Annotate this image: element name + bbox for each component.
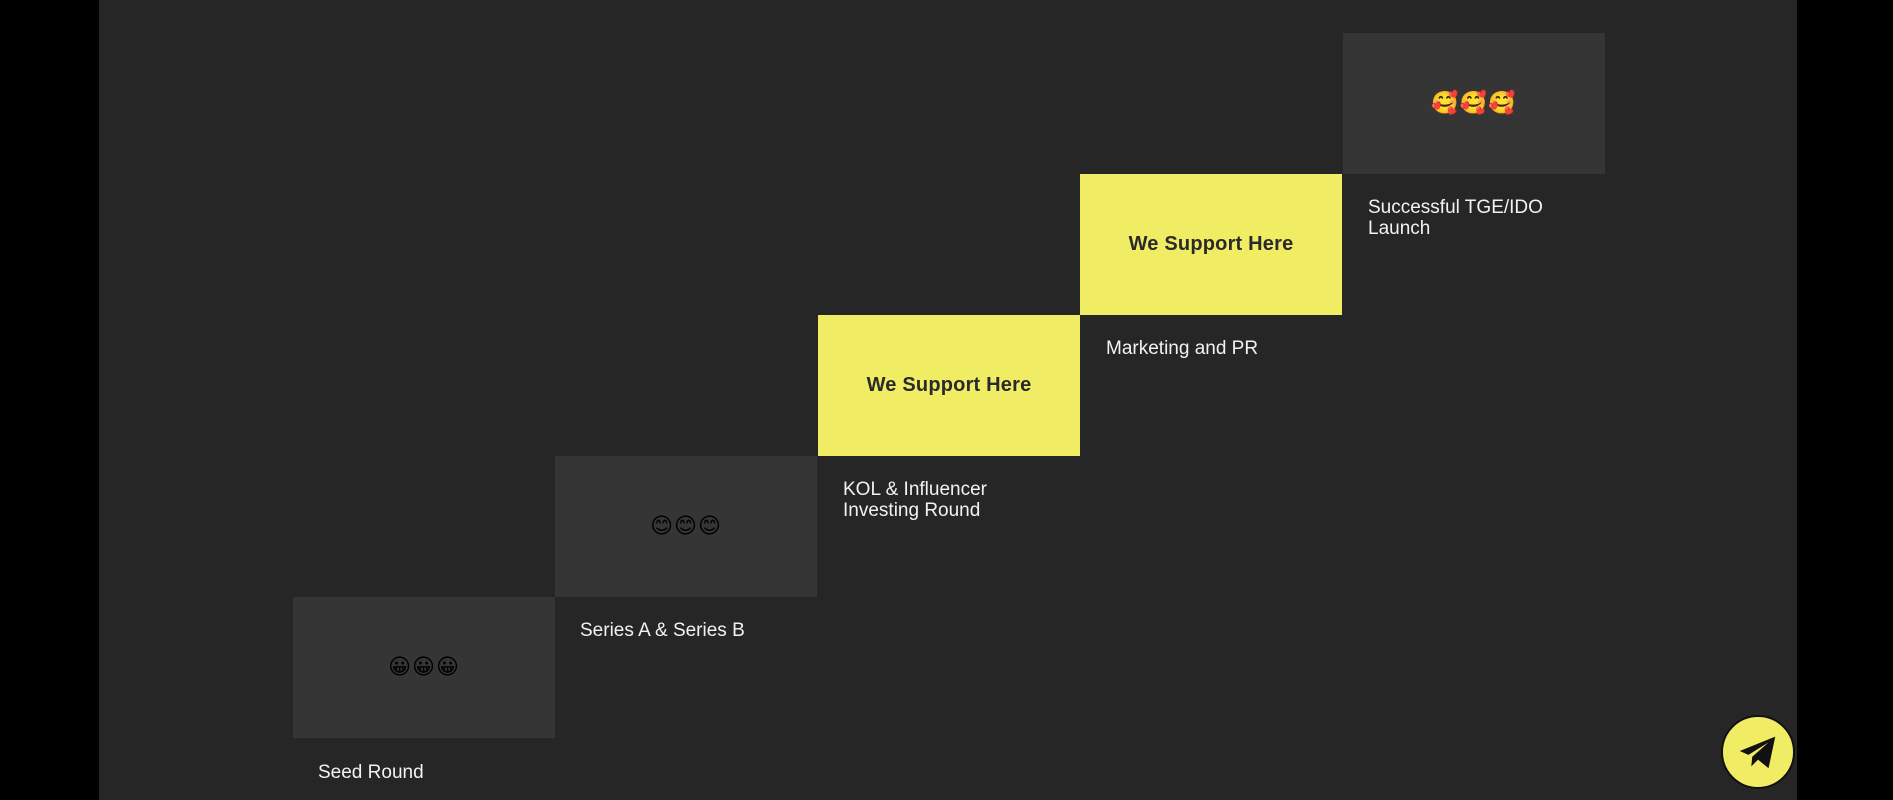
grinning-faces-emoji: 😀😀😀 bbox=[388, 654, 460, 680]
smiling-faces-emoji: 😊😊😊 bbox=[650, 513, 722, 539]
smiling-hearts-faces-emoji: 🥰🥰🥰 bbox=[1431, 90, 1517, 116]
telegram-icon bbox=[1739, 736, 1776, 769]
step-marketing-label: Marketing and PR bbox=[1106, 338, 1259, 359]
we-support-here-label: We Support Here bbox=[1128, 233, 1294, 255]
step-tge-block: 🥰🥰🥰 bbox=[1343, 33, 1605, 174]
we-support-here-label: We Support Here bbox=[866, 374, 1032, 396]
step-kol-block: We Support Here bbox=[818, 315, 1080, 456]
step-seed-round-label: Seed Round bbox=[318, 762, 424, 783]
telegram-button[interactable] bbox=[1721, 715, 1795, 789]
staircase-section: 😀😀😀 Seed Round 😊😊😊 Series A & Series B W… bbox=[99, 0, 1797, 800]
step-series-ab-block: 😊😊😊 bbox=[555, 456, 817, 597]
step-tge-label: Successful TGE/IDO Launch bbox=[1368, 197, 1543, 239]
step-kol-label: KOL & Influencer Investing Round bbox=[843, 479, 987, 521]
step-marketing-block: We Support Here bbox=[1080, 174, 1342, 315]
step-series-ab-label: Series A & Series B bbox=[580, 620, 745, 641]
step-seed-round-block: 😀😀😀 bbox=[293, 597, 555, 738]
